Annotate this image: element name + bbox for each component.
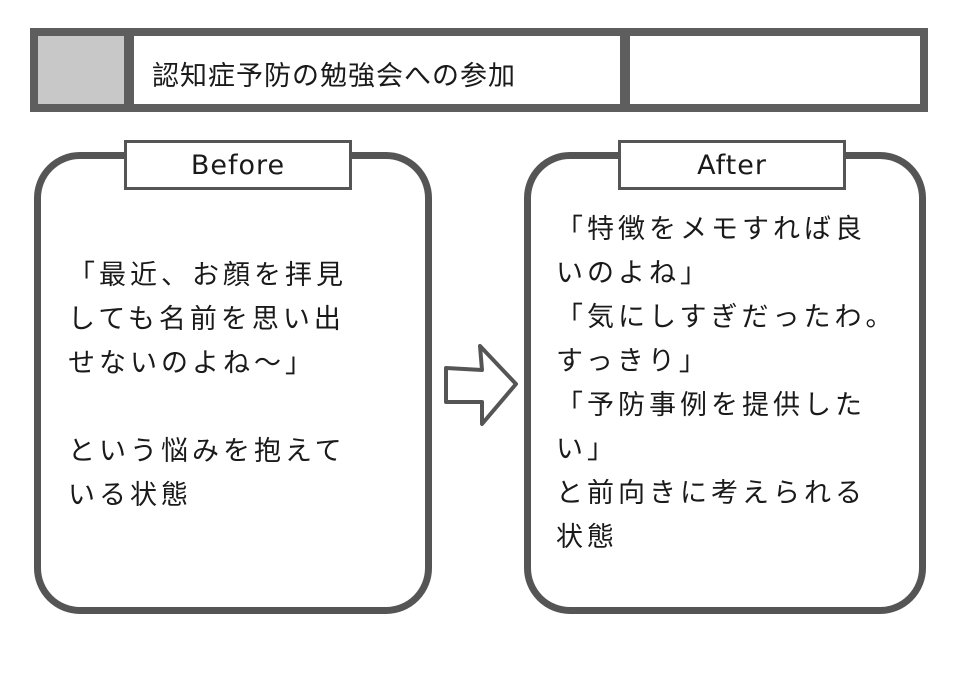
before-line: 「最近、お顔を拝見 [68,260,347,291]
after-line: すっきり」 [556,346,710,377]
after-label-text: After [697,149,767,181]
before-line-blank [68,386,347,430]
header-empty-cell [630,36,920,104]
before-line: せないのよね～」 [68,348,316,379]
before-line: しても名前を思い出 [68,304,345,335]
after-text: 「特徴をメモすれば良 いのよね」 「気にしすぎだったわ。 すっきり」 「予防事例… [556,208,896,560]
before-label: Before [124,140,352,190]
before-line: いる状態 [68,480,192,511]
after-line: と前向きに考えられる [556,478,866,509]
before-text: 「最近、お顔を拝見 しても名前を思い出 せないのよね～」 という悩みを抱えて い… [68,254,347,518]
page-title: 認知症予防の勉強会への参加 [152,61,516,92]
right-arrow-icon [444,344,518,426]
after-line: 状態 [556,522,618,553]
header-bar: 認知症予防の勉強会への参加 [30,28,928,112]
after-line: 「予防事例を提供した [556,390,866,421]
after-line: 「特徴をメモすれば良 [556,214,866,245]
header-title-cell: 認知症予防の勉強会への参加 [134,36,620,104]
before-line: という悩みを抱えて [68,436,346,467]
after-line: 「気にしすぎだったわ。 [556,302,897,333]
header-swatch [38,36,124,104]
after-panel [524,152,926,614]
after-label: After [618,140,846,190]
after-line: い」 [556,434,618,465]
before-label-text: Before [190,149,286,181]
after-line: いのよね」 [556,258,711,289]
